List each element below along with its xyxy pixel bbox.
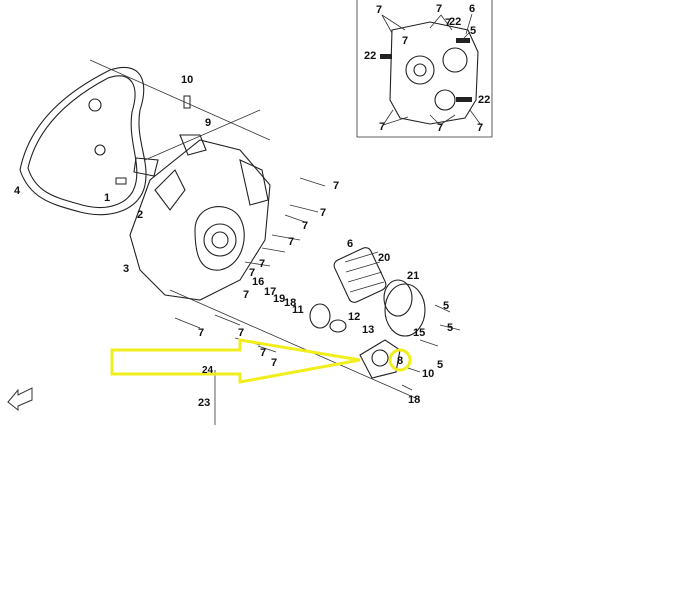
callout-label: 5	[437, 359, 443, 371]
callout-label: 5	[443, 300, 449, 312]
callout-label: 5	[447, 322, 453, 334]
gasket	[19, 66, 147, 216]
callout-label: 23	[198, 397, 210, 409]
callout-label: 3	[123, 263, 129, 275]
callout-label: 12	[348, 311, 360, 323]
callout-label: 7	[302, 220, 308, 232]
callout-label: 18	[284, 297, 296, 309]
callout-label: 18	[408, 394, 420, 406]
callout-label: 7	[260, 347, 266, 359]
highlight-circle	[388, 348, 412, 372]
front-direction-arrow-icon	[7, 387, 33, 412]
callout-label: 6	[347, 238, 353, 250]
callout-label: 22	[478, 94, 490, 106]
callout-label: 7	[249, 267, 255, 279]
callout-label: 15	[413, 327, 425, 339]
callout-label: 7	[402, 35, 408, 47]
sensor-parts	[115, 95, 207, 185]
callout-label: 16	[252, 276, 264, 288]
leader-lines	[89, 59, 421, 401]
callout-label: 7	[376, 4, 382, 16]
callout-label: 7	[436, 3, 442, 15]
filter-assembly	[309, 247, 426, 379]
callout-label: 7	[379, 121, 385, 133]
callout-label: 7	[288, 236, 294, 248]
inset-view	[356, 0, 493, 138]
highlight-arrow	[110, 338, 361, 384]
callout-label: 5	[470, 25, 476, 37]
callout-label: 7	[238, 327, 244, 339]
bolts	[174, 177, 461, 425]
callout-labels: 10 9 4 1 2 3 7 7 7 7 7 7 7 6 20 21 5 5 5…	[14, 74, 453, 409]
callout-label: 7	[445, 17, 451, 29]
callout-label: 7	[333, 180, 339, 192]
callout-label: 9	[205, 117, 211, 129]
callout-label: 7	[477, 122, 483, 134]
callout-label: 24	[202, 365, 214, 376]
callout-label: 11	[292, 304, 304, 316]
callout-label: 10	[181, 74, 193, 86]
callout-label: 6	[469, 3, 475, 15]
callout-label: 20	[378, 252, 390, 264]
callout-label: 22	[449, 16, 461, 28]
callout-label: 22	[364, 50, 376, 62]
callout-label: 7	[437, 122, 443, 134]
callout-label: 7	[271, 357, 277, 369]
callout-label: 7	[198, 327, 204, 339]
callout-label: 7	[320, 207, 326, 219]
callout-label: 1	[104, 192, 110, 204]
inset-callout-labels: 7 7 7 6 22 5 22 22 7 7 7 7	[364, 3, 490, 134]
callout-label: 7	[259, 258, 265, 270]
callout-label: 21	[407, 270, 419, 282]
callout-label: 19	[273, 293, 285, 305]
callout-label: 4	[14, 185, 21, 197]
callout-label: 7	[243, 289, 249, 301]
callout-label: 8	[397, 355, 403, 367]
callout-label: 10	[422, 368, 434, 380]
callout-label: 17	[264, 286, 276, 298]
crankcase-cover	[129, 139, 271, 301]
callout-label: 2	[137, 209, 143, 221]
callout-label: 13	[362, 324, 374, 336]
